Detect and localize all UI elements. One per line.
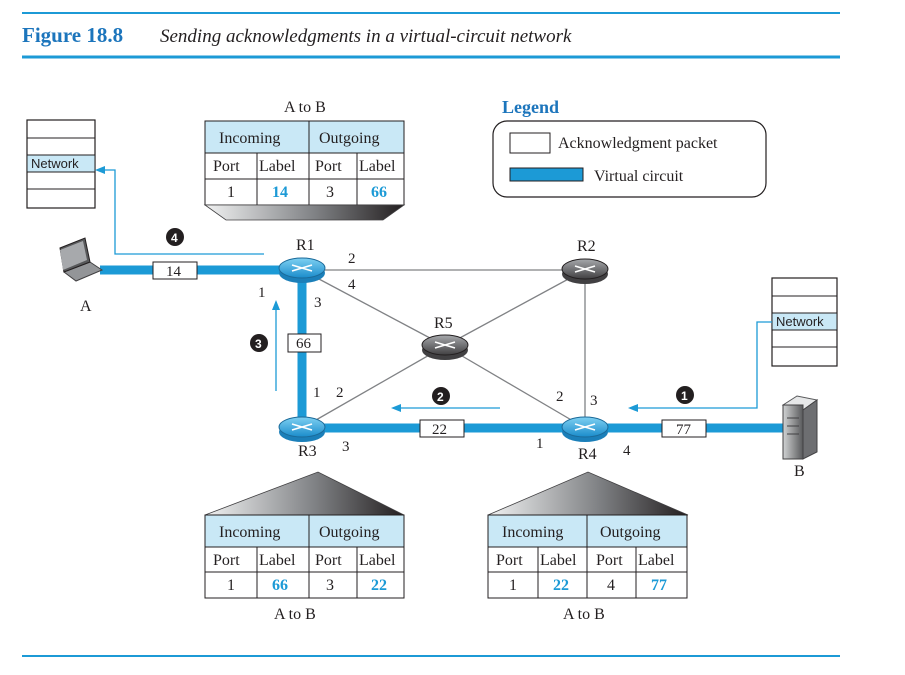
- port-r4-3: 3: [590, 393, 598, 409]
- svg-text:Port: Port: [315, 552, 342, 569]
- packet-22: 22: [419, 419, 465, 438]
- svg-text:Port: Port: [315, 158, 342, 175]
- packet-77: 77: [661, 419, 707, 438]
- port-r3-3: 3: [342, 439, 350, 455]
- svg-text:Label: Label: [359, 552, 396, 569]
- svg-text:3: 3: [326, 184, 334, 201]
- svg-text:Incoming: Incoming: [219, 524, 280, 541]
- svg-text:3: 3: [326, 577, 334, 594]
- svg-text:14: 14: [166, 264, 182, 280]
- server-icon: [781, 395, 819, 460]
- svg-text:Outgoing: Outgoing: [600, 524, 660, 541]
- svg-text:66: 66: [272, 577, 288, 594]
- svg-text:66: 66: [371, 184, 387, 201]
- laptop-icon: [59, 237, 104, 282]
- port-r4-2: 2: [556, 389, 564, 405]
- router-r1-label: R1: [296, 237, 315, 254]
- svg-text:77: 77: [651, 577, 667, 594]
- packet-66: 66: [287, 333, 322, 353]
- port-r4-4: 4: [623, 443, 631, 459]
- table-r1-caption: A to B: [284, 99, 326, 116]
- router-r2: R2: [561, 238, 609, 284]
- router-r3-label: R3: [298, 443, 317, 460]
- port-r1-4: 4: [348, 277, 356, 293]
- arrow-from-network-b: [628, 321, 772, 412]
- figure-number: Figure 18.8: [22, 23, 123, 47]
- router-r3: R3: [278, 416, 326, 460]
- svg-text:Label: Label: [540, 552, 577, 569]
- network-stack-a: Network: [26, 119, 96, 209]
- svg-text:1: 1: [227, 577, 235, 594]
- router-r4-label: R4: [578, 446, 597, 463]
- svg-text:2: 2: [437, 390, 444, 404]
- svg-text:22: 22: [432, 422, 447, 438]
- table-r3-caption: A to B: [274, 606, 316, 623]
- step-1-marker: 1: [676, 386, 694, 404]
- svg-text:Label: Label: [259, 552, 296, 569]
- svg-text:1: 1: [509, 577, 517, 594]
- svg-text:66: 66: [296, 336, 312, 352]
- svg-text:3: 3: [255, 337, 262, 351]
- svg-text:22: 22: [371, 577, 387, 594]
- network-stack-b: Network: [771, 277, 838, 367]
- table-r4-caption: A to B: [563, 606, 605, 623]
- host-a-label: A: [80, 298, 92, 315]
- svg-text:1: 1: [681, 389, 688, 403]
- svg-text:Incoming: Incoming: [502, 524, 563, 541]
- port-r1-1: 1: [258, 285, 266, 301]
- figure-caption: Sending acknowledgments in a virtual-cir…: [160, 26, 572, 47]
- figure-title: Figure 18.8 Sending acknowledgments in a…: [22, 12, 840, 59]
- legend-title: Legend: [502, 97, 559, 117]
- table-r3: Incoming Outgoing Port Label Port Label …: [204, 471, 405, 623]
- router-r4: R4: [561, 416, 609, 463]
- port-numbers: 1 2 3 4 1 2 3 1 2 3 4: [258, 251, 631, 459]
- router-r1: R1: [278, 237, 326, 283]
- svg-text:Port: Port: [213, 158, 240, 175]
- step-4-marker: 4: [166, 228, 184, 246]
- svg-text:22: 22: [553, 577, 569, 594]
- network-label-b: Network: [776, 314, 824, 329]
- svg-text:Incoming: Incoming: [219, 130, 280, 147]
- host-b-label: B: [794, 463, 805, 480]
- step-2-marker: 2: [432, 387, 450, 405]
- port-r1-3: 3: [314, 295, 322, 311]
- svg-text:1: 1: [227, 184, 235, 201]
- legend-circuit-label: Virtual circuit: [594, 168, 684, 185]
- packet-14: 14: [152, 261, 198, 280]
- link-r3-r5: [301, 345, 446, 429]
- svg-text:Outgoing: Outgoing: [319, 130, 379, 147]
- table-r4: Incoming Outgoing Port Label Port Label …: [487, 471, 689, 623]
- svg-text:14: 14: [272, 184, 288, 201]
- port-r4-1: 1: [536, 436, 544, 452]
- router-r5: R5: [421, 315, 469, 360]
- port-r1-2: 2: [348, 251, 356, 267]
- port-r3-1: 1: [313, 385, 321, 401]
- svg-text:4: 4: [171, 231, 178, 245]
- svg-text:Port: Port: [596, 552, 623, 569]
- router-r5-label: R5: [434, 315, 453, 332]
- svg-text:77: 77: [676, 422, 692, 438]
- links: [300, 269, 586, 429]
- step-3-marker: 3: [250, 334, 268, 352]
- link-r2-r5: [444, 269, 586, 347]
- svg-text:4: 4: [607, 577, 615, 594]
- table-r1: A to B Incoming Outgoing Port Label Port…: [203, 99, 406, 221]
- arrow-to-network-a: [95, 166, 264, 255]
- network-label-a: Network: [31, 156, 79, 171]
- svg-text:Label: Label: [638, 552, 675, 569]
- svg-text:Outgoing: Outgoing: [319, 524, 379, 541]
- svg-text:Port: Port: [496, 552, 523, 569]
- port-r3-2: 2: [336, 385, 344, 401]
- svg-text:Label: Label: [359, 158, 396, 175]
- link-r1-r5: [301, 269, 446, 347]
- svg-text:Label: Label: [259, 158, 296, 175]
- router-r2-label: R2: [577, 238, 596, 255]
- legend: Legend Acknowledgment packet Virtual cir…: [492, 97, 767, 198]
- svg-text:Port: Port: [213, 552, 240, 569]
- link-r5-r4: [444, 345, 586, 429]
- legend-ack-label: Acknowledgment packet: [558, 135, 718, 152]
